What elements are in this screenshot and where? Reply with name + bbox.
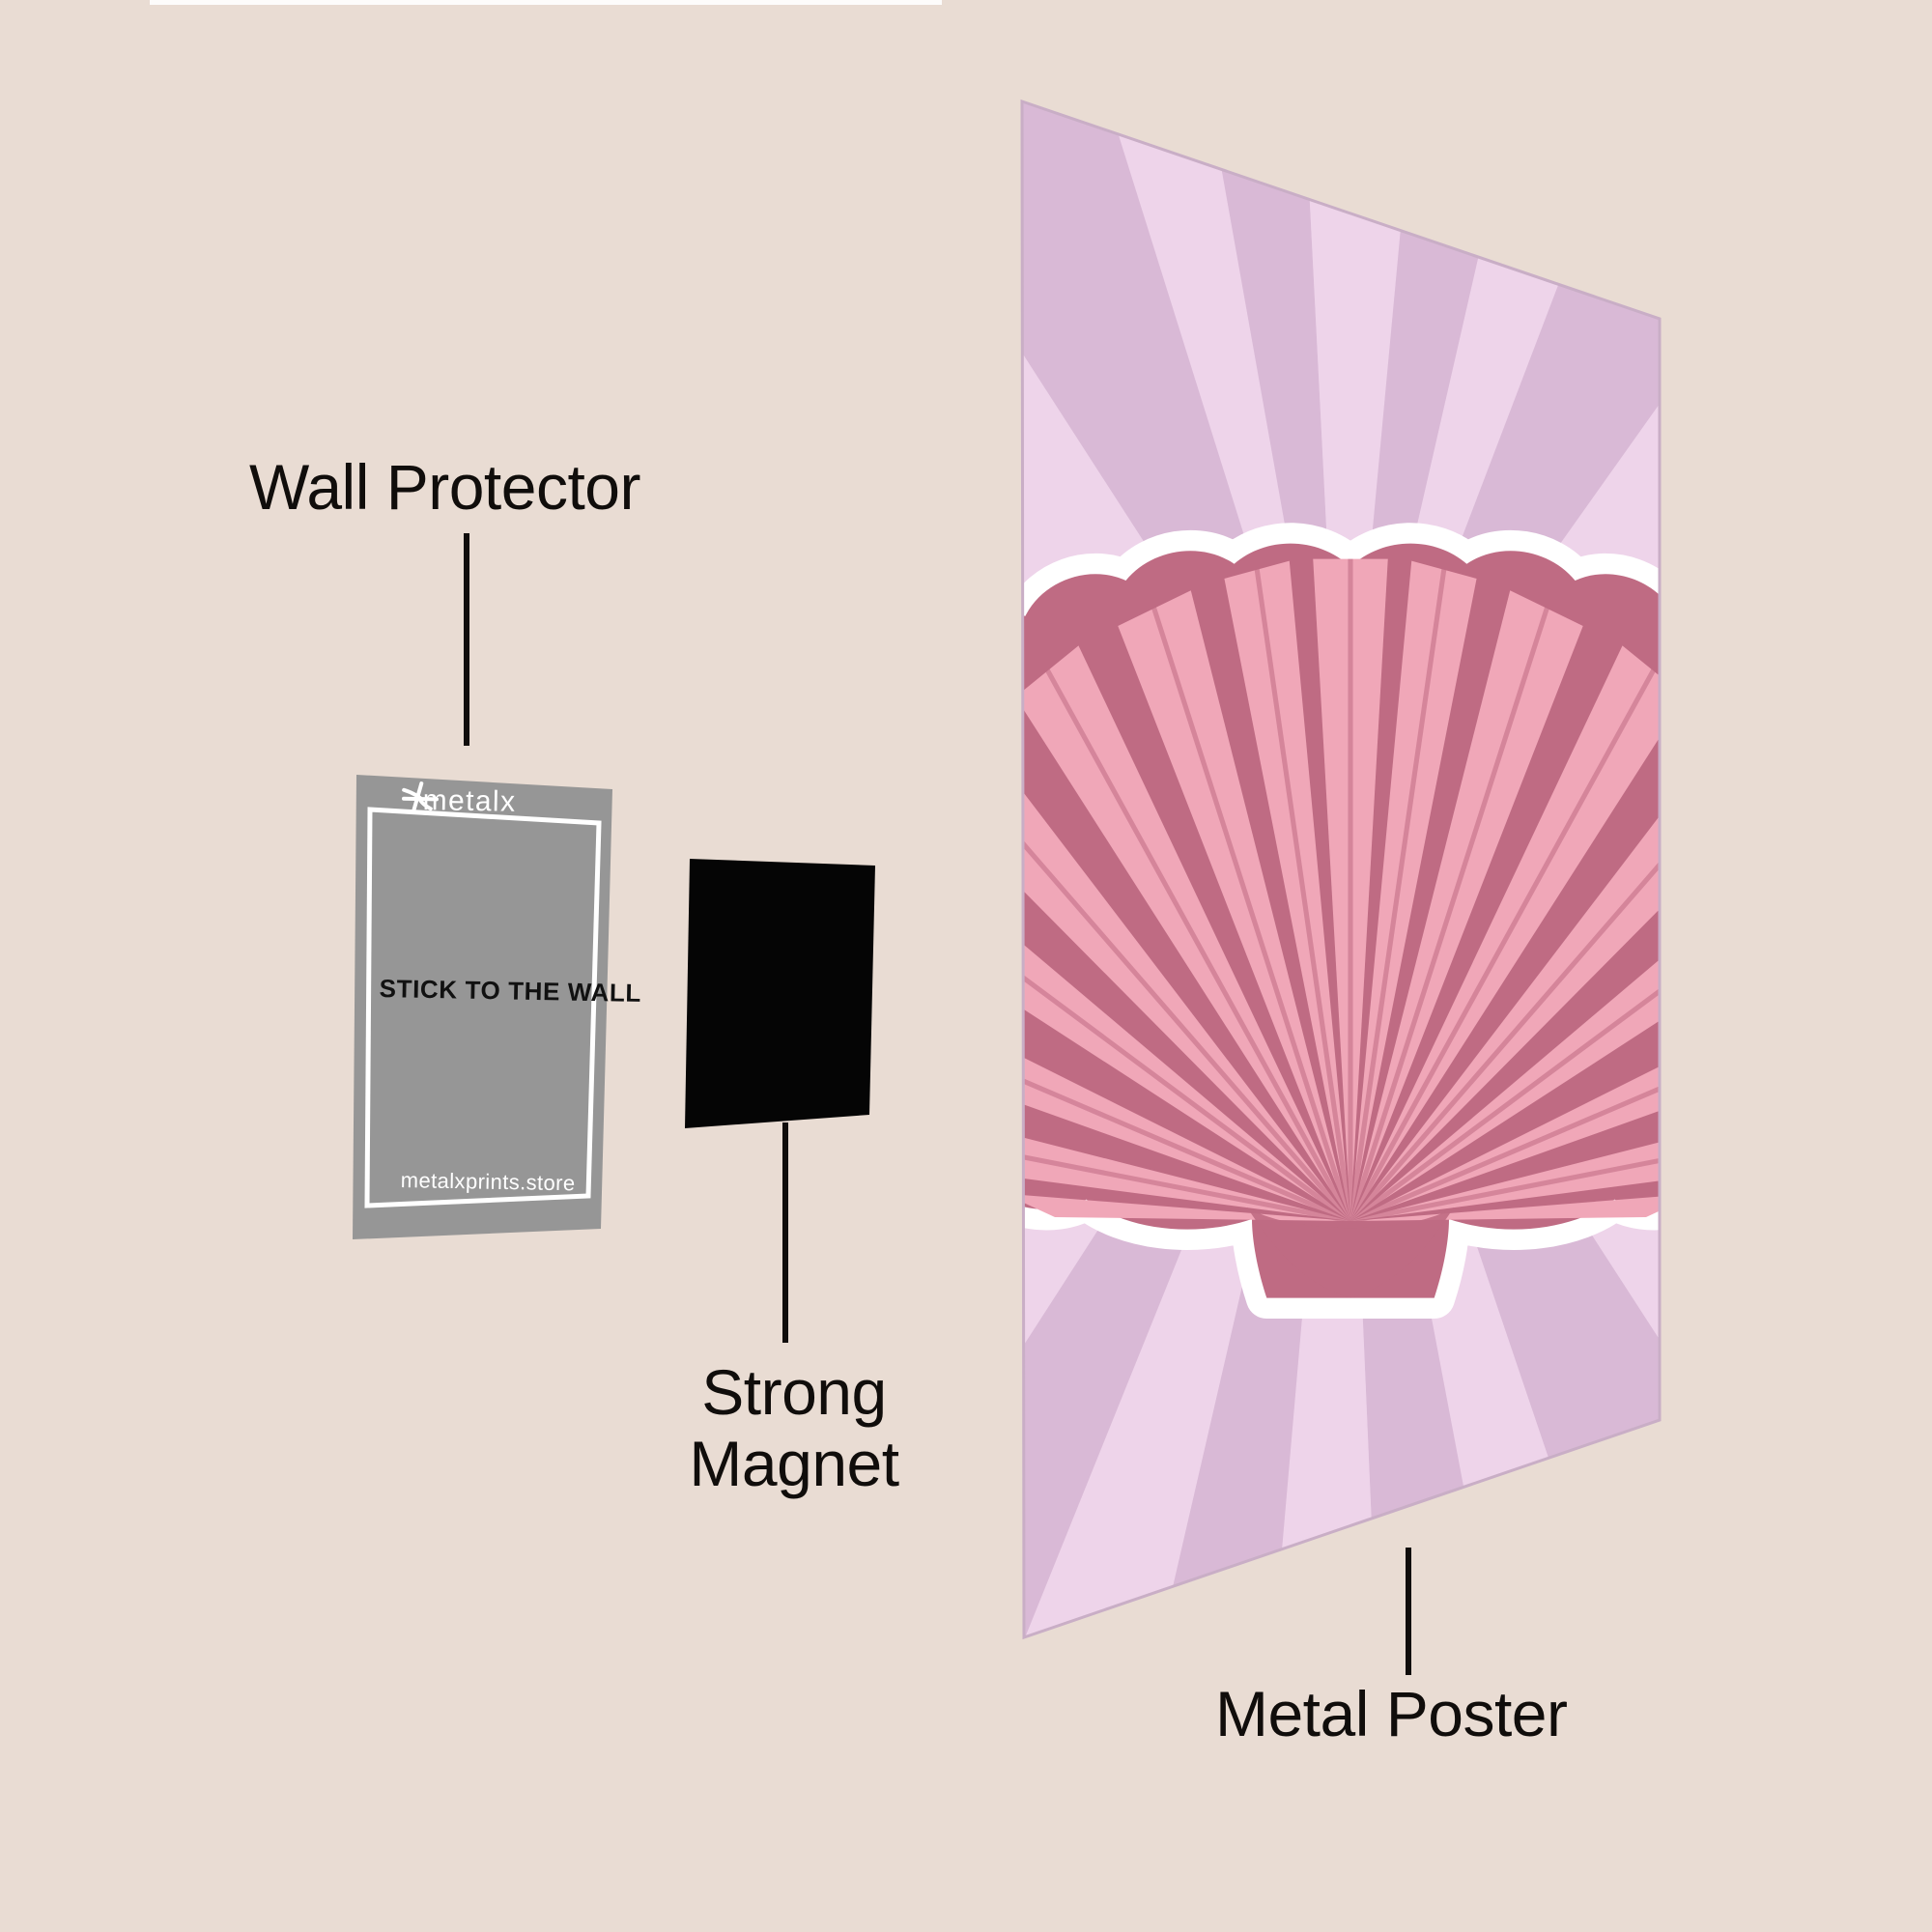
- poster-edge: [1020, 99, 1662, 1640]
- metalx-cross-icon: [402, 781, 439, 814]
- callout-label-strong-magnet-line2: Magnet: [689, 1427, 899, 1499]
- card-brand-label: metalx: [422, 784, 517, 818]
- card-headline: STICK TO THE WALL: [379, 974, 642, 1008]
- metal-poster-panel: [1020, 99, 1662, 1640]
- top-white-strip: [150, 0, 942, 5]
- strong-magnet-tile: [685, 859, 875, 1128]
- callout-label-strong-magnet-line1: Strong: [701, 1356, 887, 1428]
- callout-label-metal-poster: Metal Poster: [1215, 1678, 1568, 1749]
- card-url-label: metalxprints.store: [400, 1168, 576, 1196]
- wall-protector-card: [353, 775, 612, 1239]
- scallop-shell-illustration: [1022, 523, 1660, 1320]
- callout-label-wall-protector: Wall Protector: [249, 451, 640, 523]
